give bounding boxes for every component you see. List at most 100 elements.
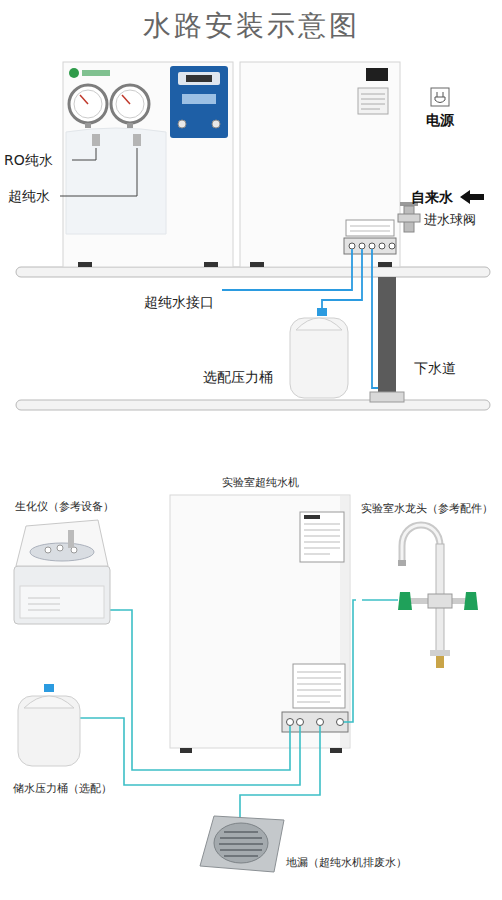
ultrapure-unit (317, 719, 324, 726)
floor-drain (200, 816, 284, 872)
diagram-title: 水路安装示意图 (143, 8, 360, 44)
node-label: 实验室超纯水机 (222, 476, 299, 490)
pressure-tank (290, 308, 348, 398)
ultrapure-unit (304, 554, 330, 555)
filter-unit (240, 62, 400, 267)
storage-tank (24, 696, 74, 708)
ro-unit (69, 85, 107, 123)
water-line (372, 249, 378, 388)
water-line (322, 249, 362, 308)
ultrapure-unit (297, 678, 341, 679)
device-box: 地漏（超纯水机排废水） (198, 812, 430, 874)
ro-unit (116, 90, 144, 118)
floor-drain (224, 831, 258, 833)
filter-unit (369, 243, 375, 249)
filter-unit (361, 99, 385, 100)
lab-faucet (398, 560, 406, 566)
ro-unit (82, 70, 110, 76)
title-anchor: 水路安装示意图 (0, 8, 502, 44)
ultrapure-unit (330, 748, 342, 753)
floor-drain (220, 849, 262, 851)
lab-faucet (402, 525, 440, 562)
water-pipe (118, 718, 300, 785)
callout-label: 超纯水接口 (144, 293, 214, 311)
device-box: 储水压力桶（选配） (6, 678, 118, 798)
ro-unit (63, 62, 233, 267)
ultrapure-unit (297, 690, 341, 691)
ultrapure-unit (304, 542, 340, 543)
lab-faucet (398, 525, 478, 668)
ro-unit (127, 123, 133, 128)
analyzer (28, 598, 60, 599)
ro-unit (133, 134, 141, 146)
filter-unit (250, 262, 264, 267)
analyzer (28, 604, 60, 605)
ball-valve (398, 214, 420, 222)
pipe-stub (80, 600, 398, 826)
filter-unit (361, 104, 385, 105)
callout-label: 超纯水 (8, 187, 50, 205)
ro-unit (85, 123, 91, 128)
water-pipe (120, 610, 290, 770)
analyzer (20, 586, 104, 618)
ultrapure-unit (297, 702, 330, 703)
lab-faucet (452, 598, 466, 604)
filter-unit (346, 220, 394, 236)
ro-unit (66, 128, 166, 234)
label-anchor: 超纯水接口 (144, 293, 214, 311)
leader-line (60, 148, 137, 196)
node-label: 储水压力桶（选配） (13, 782, 112, 796)
ro-unit (182, 94, 216, 104)
shelf-board (16, 267, 490, 410)
ultrapure-unit (297, 719, 304, 726)
ultrapure-unit (293, 664, 345, 708)
filter-unit (378, 262, 392, 267)
callout-label: 电源 (426, 111, 454, 129)
filter-unit (358, 88, 388, 114)
pipe-stub (299, 726, 301, 748)
ultrapure-unit (300, 512, 344, 562)
callout-label: 进水球阀 (424, 212, 476, 229)
analyzer (30, 543, 94, 561)
ro-unit (78, 262, 92, 267)
label-anchor: 超纯水 (8, 187, 50, 205)
ultrapure-unit (180, 748, 192, 753)
ro-unit (92, 134, 100, 146)
device-box: 实验室水龙头（参考配件） (356, 500, 498, 670)
analyzer (16, 520, 108, 566)
ro-unit (74, 90, 102, 118)
pipe-stub (289, 726, 291, 748)
label-anchor: 自来水 (411, 188, 453, 206)
water-pipe (350, 600, 356, 722)
ro-unit (69, 68, 79, 78)
ultrapure-unit (287, 719, 294, 726)
node-label: 生化仪（参考设备） (15, 500, 114, 514)
lab-faucet (402, 525, 440, 562)
callout-label: 下水道 (414, 359, 456, 377)
lab-faucet (436, 656, 444, 668)
ultrapure-unit (282, 712, 348, 732)
ro-unit (63, 62, 233, 267)
filter-unit (361, 109, 380, 110)
pipe-stub (319, 726, 321, 748)
drain-pipe (370, 277, 404, 402)
filter-unit (379, 243, 385, 249)
pipe-stub (362, 599, 398, 601)
callout-label: 选配压力桶 (203, 368, 273, 386)
ultrapure-unit (297, 696, 341, 697)
lab-faucet (430, 650, 450, 656)
ultrapure-unit (170, 495, 350, 753)
ultrapure-unit (304, 548, 340, 549)
label-anchor: 电源 (426, 111, 454, 129)
pressure-tank (317, 308, 327, 316)
analyzer (68, 530, 74, 548)
filter-unit (350, 231, 390, 232)
ro-unit (212, 120, 220, 128)
drain-pipe (378, 277, 396, 393)
analyzer (28, 610, 60, 611)
floor-drain (219, 843, 263, 845)
callout-label: RO纯水 (4, 151, 53, 169)
